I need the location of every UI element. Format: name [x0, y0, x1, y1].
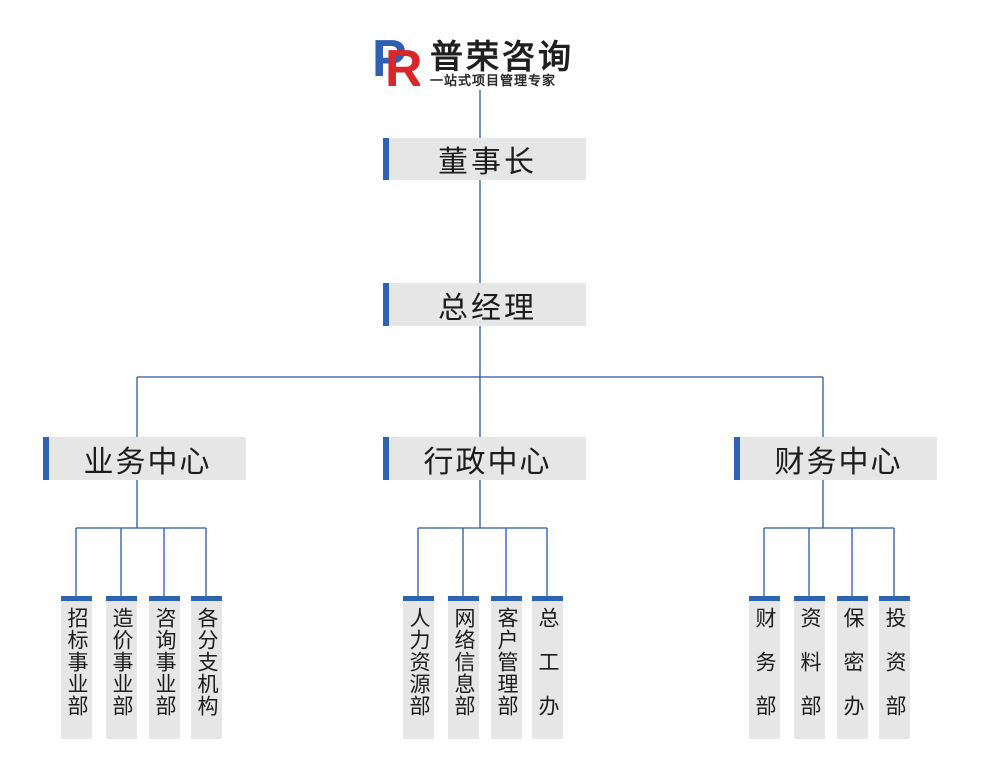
logo-letter-p: P: [372, 30, 407, 88]
department-box: 总工办: [532, 596, 563, 739]
chairman-node: 董事长: [383, 138, 586, 180]
brand-name: 普荣咨询: [430, 37, 574, 76]
department-box: 客户管理部: [491, 596, 522, 739]
general-manager-label: 总经理: [438, 290, 537, 326]
department-label: 招标事业部: [65, 607, 89, 717]
department-box: 网络信息部: [448, 596, 479, 739]
department-box: 人力资源部: [403, 596, 434, 739]
department-box: 保密办: [837, 596, 868, 739]
center-administration: 行政中心: [383, 437, 586, 480]
center-label: 业务中心: [83, 444, 212, 480]
department-label: 咨询事业部: [153, 607, 177, 717]
department-box: 各分支机构: [191, 596, 222, 739]
center-label: 行政中心: [423, 444, 552, 480]
department-label: 财务部: [753, 607, 777, 739]
department-label: 造价事业部: [110, 607, 134, 717]
chairman-label: 董事长: [438, 145, 537, 180]
department-label: 总工办: [536, 607, 560, 739]
pr-logo-mark: P R: [372, 30, 420, 88]
department-box: 投资部: [879, 596, 910, 739]
department-label: 人力资源部: [407, 607, 431, 717]
brand-slogan: 一站式项目管理专家: [430, 74, 557, 89]
general-manager-node: 总经理: [383, 283, 586, 326]
department-box: 造价事业部: [106, 596, 137, 739]
department-label: 保密办: [841, 607, 865, 739]
department-box: 财务部: [749, 596, 780, 739]
center-finance: 财务中心: [734, 437, 937, 480]
department-box: 资料部: [794, 596, 825, 739]
center-label: 财务中心: [774, 444, 903, 480]
department-label: 各分支机构: [195, 607, 219, 717]
department-label: 客户管理部: [495, 607, 519, 717]
department-label: 投资部: [883, 607, 907, 739]
center-business: 业务中心: [43, 437, 246, 480]
brand-logo: P R 普荣咨询 一站式项目管理专家: [370, 26, 620, 90]
logo-letter-r: R: [385, 40, 420, 88]
department-box: 咨询事业部: [149, 596, 180, 739]
department-box: 招标事业部: [61, 596, 92, 739]
department-label: 资料部: [798, 607, 822, 739]
department-label: 网络信息部: [452, 607, 476, 717]
